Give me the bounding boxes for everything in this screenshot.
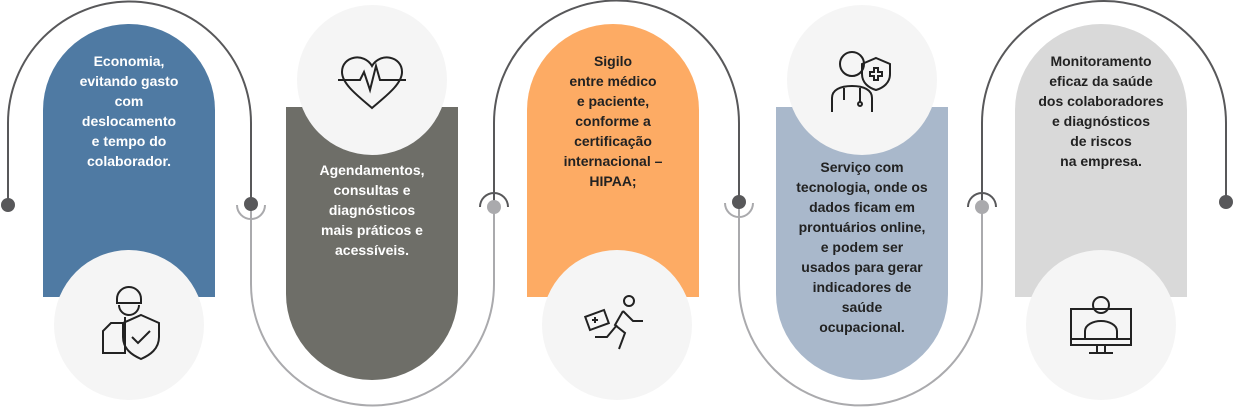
dot-4 <box>732 195 746 209</box>
step-card-4: Serviço com tecnologia, onde os dados fi… <box>776 107 948 380</box>
arc-bottom-4 <box>738 207 983 407</box>
arc-top-1 <box>7 0 252 205</box>
dot-2 <box>244 197 258 211</box>
dot-6 <box>1219 195 1233 209</box>
arc-bottom-2 <box>250 207 495 407</box>
arc-top-3 <box>493 0 740 205</box>
running-medic-icon <box>542 250 692 400</box>
step-card-1: Economia, evitando gasto com deslocament… <box>43 24 215 297</box>
step-text-2: Agendamentos, consultas e diagnósticos m… <box>319 162 425 258</box>
worker-shield-icon <box>54 250 204 400</box>
heartbeat-icon <box>297 5 447 155</box>
dot-5 <box>975 200 989 214</box>
step-text-4: Serviço com tecnologia, onde os dados fi… <box>796 159 928 335</box>
arc-top-5 <box>981 0 1227 205</box>
step-text-5: Monitoramento eficaz da saúde dos colabo… <box>1038 53 1164 169</box>
step-text-3: Sigilo entre médico e paciente, conforme… <box>563 53 663 189</box>
dot-3 <box>487 200 501 214</box>
telemedicine-icon <box>1026 250 1176 400</box>
doctor-shield-icon <box>787 5 937 155</box>
dot-1 <box>1 198 15 212</box>
step-text-1: Economia, evitando gasto com deslocament… <box>79 53 179 169</box>
